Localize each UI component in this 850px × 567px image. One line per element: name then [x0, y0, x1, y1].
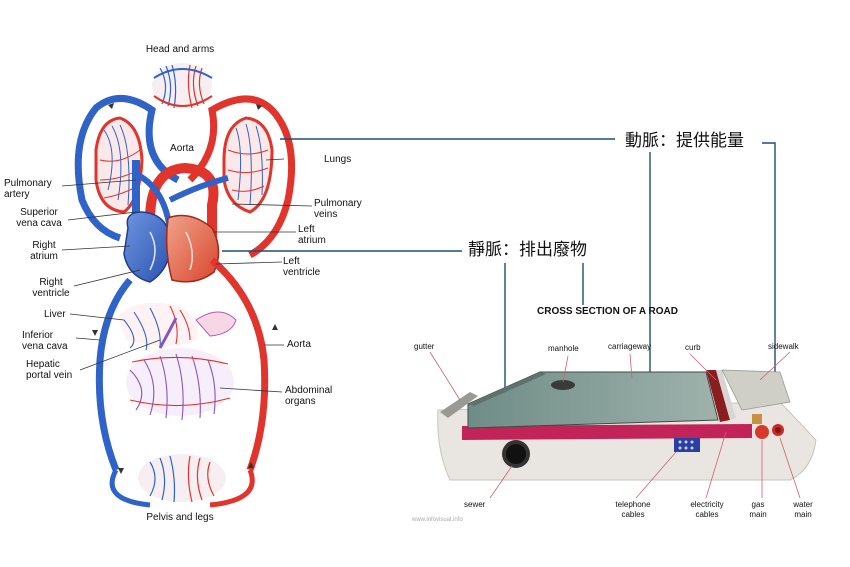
systemic-artery-loop — [187, 95, 296, 259]
flow-arrows — [92, 103, 278, 474]
head-capillary-bed — [152, 63, 213, 109]
heart — [123, 211, 220, 283]
circulatory-leaders — [61, 158, 313, 393]
circulatory-system — [74, 63, 296, 508]
abdominal-capillary-bed — [126, 317, 234, 421]
road-label-gas-main: gas main — [749, 500, 767, 519]
label-liver: Liver — [44, 309, 66, 320]
label-left-atrium: Left atrium — [298, 224, 326, 246]
road-credit: www.infovisual.info — [412, 517, 463, 523]
label-pulmonary-veins: Pulmonary veins — [314, 198, 362, 220]
road-label-sidewalk: sidewalk — [768, 342, 799, 351]
liver-bed — [118, 302, 237, 351]
road-label-manhole: manhole — [548, 344, 579, 353]
aortic-arch — [145, 162, 219, 240]
road-label-electricity-cables: electricity cables — [690, 500, 724, 519]
label-aorta-right: Aorta — [287, 339, 311, 350]
right-lung — [222, 116, 274, 214]
label-superior-vena-cava: Superior vena cava — [16, 207, 62, 229]
label-left-ventricle: Left ventricle — [283, 256, 321, 278]
road-label-carriageway: carriageway — [608, 342, 652, 351]
label-head-and-arms: Head and arms — [145, 44, 215, 55]
label-hepatic-portal-vein: Hepatic portal vein — [26, 359, 73, 381]
pelvis-capillary-bed — [138, 454, 226, 503]
road-label-gutter: gutter — [414, 342, 435, 351]
label-abdominal-organs: Abdominal organs — [285, 385, 333, 407]
label-aorta-top: Aorta — [170, 143, 194, 154]
label-right-ventricle: Right ventricle — [32, 277, 70, 299]
inferior-vena-cava-vessel — [95, 277, 133, 472]
road-label-curb: curb — [685, 343, 701, 352]
road-title: CROSS SECTION OF A ROAD — [537, 306, 678, 317]
road-label-telephone-cables: telephone cables — [615, 500, 651, 519]
label-lungs: Lungs — [324, 154, 352, 165]
road-cross-section — [429, 351, 817, 499]
label-right-atrium: Right atrium — [30, 240, 58, 262]
systemic-vein-loop — [74, 95, 180, 242]
annotation-vein: 靜脈：排出廢物 — [466, 240, 589, 260]
road-label-water-main: water main — [793, 500, 813, 519]
label-inferior-vena-cava: Inferior vena cava — [22, 330, 68, 352]
label-pulmonary-artery: Pulmonary artery — [4, 178, 52, 200]
road-label-sewer: sewer — [464, 500, 486, 509]
descending-aorta — [209, 257, 269, 472]
annotation-artery: 動脈：提供能量 — [623, 131, 746, 151]
label-pelvis-and-legs: Pelvis and legs — [146, 512, 214, 523]
